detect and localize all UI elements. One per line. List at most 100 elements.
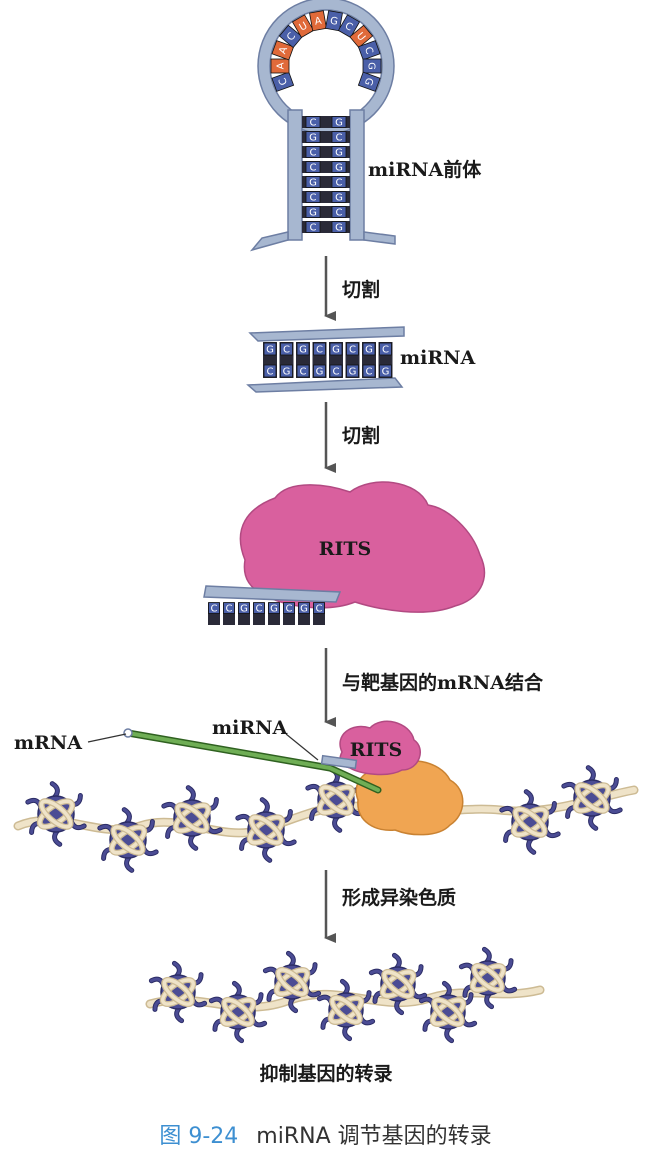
loop-base: A bbox=[271, 40, 295, 61]
svg-text:G: G bbox=[335, 223, 343, 234]
stem-base-right: C bbox=[331, 131, 347, 144]
svg-text:G: G bbox=[366, 62, 377, 70]
rits-base: C bbox=[223, 602, 235, 615]
stem-base-left: G bbox=[305, 176, 321, 189]
stem-base-left: C bbox=[305, 146, 321, 159]
nucleosome bbox=[208, 980, 268, 1044]
loop-base: C bbox=[271, 71, 295, 92]
stem-base-left: C bbox=[305, 161, 321, 174]
label-mirna-precursor: miRNA前体 bbox=[368, 158, 482, 181]
label-rits: RITS bbox=[319, 538, 372, 560]
stem-base-right: G bbox=[331, 191, 347, 204]
label-cut-2: 切割 bbox=[342, 424, 380, 447]
svg-text:G: G bbox=[270, 604, 278, 615]
rits-base: C bbox=[313, 602, 325, 615]
mirna-base-top: G bbox=[263, 342, 277, 356]
svg-text:C: C bbox=[382, 345, 389, 356]
mirna-base-bottom: C bbox=[329, 364, 343, 378]
mirna-base-top: C bbox=[346, 342, 359, 356]
svg-text:A: A bbox=[276, 62, 287, 69]
stem-base-right: G bbox=[331, 146, 347, 159]
mirna-base-bottom: G bbox=[313, 364, 326, 378]
svg-text:C: C bbox=[343, 21, 355, 34]
nucleosome bbox=[418, 980, 478, 1044]
label-mirna: miRNA bbox=[400, 347, 475, 369]
nucleosome bbox=[458, 946, 518, 1010]
svg-text:G: G bbox=[335, 118, 343, 129]
heterochromatin-scene bbox=[145, 946, 545, 1044]
svg-text:C: C bbox=[336, 133, 343, 144]
stem-base-left: C bbox=[305, 116, 321, 129]
svg-text:A: A bbox=[314, 16, 323, 28]
loop-base: G bbox=[357, 71, 381, 92]
nucleosome bbox=[148, 960, 208, 1024]
rits-base: G bbox=[238, 602, 250, 615]
svg-text:G: G bbox=[335, 163, 343, 174]
rits-base: G bbox=[298, 602, 310, 615]
caption-text: miRNA 调节基因的转录 bbox=[256, 1124, 492, 1149]
svg-text:C: C bbox=[267, 367, 274, 378]
stem-base-right: G bbox=[331, 161, 347, 174]
stem-base-right: G bbox=[331, 221, 347, 234]
loop-base: C bbox=[337, 14, 361, 39]
svg-text:A: A bbox=[277, 45, 290, 55]
svg-text:G: G bbox=[362, 76, 375, 87]
svg-text:C: C bbox=[310, 148, 317, 159]
nucleosome bbox=[25, 781, 87, 847]
nucleosome bbox=[262, 950, 322, 1014]
chromatin-binding-scene: RITS bbox=[13, 720, 639, 873]
loop-base: G bbox=[362, 58, 382, 74]
svg-text:C: C bbox=[310, 193, 317, 204]
loop-base: A bbox=[270, 58, 290, 74]
svg-text:C: C bbox=[349, 345, 356, 356]
mirna-base-bottom: G bbox=[379, 364, 392, 378]
svg-text:C: C bbox=[316, 345, 323, 356]
svg-text:C: C bbox=[277, 76, 290, 86]
mirna-base-top: C bbox=[379, 342, 392, 356]
svg-text:G: G bbox=[349, 367, 357, 378]
svg-text:G: G bbox=[283, 367, 291, 378]
svg-text:C: C bbox=[283, 345, 290, 356]
label-mrna: mRNA bbox=[14, 732, 82, 754]
nucleosome bbox=[161, 785, 223, 851]
nucleosome bbox=[305, 767, 367, 833]
mirna-base-bottom: C bbox=[362, 364, 376, 378]
mirna-base-top: C bbox=[280, 342, 293, 356]
svg-text:G: G bbox=[335, 148, 343, 159]
rits-base: C bbox=[208, 602, 220, 615]
svg-text:G: G bbox=[309, 133, 317, 144]
svg-text:G: G bbox=[329, 16, 339, 28]
stem-base-left: G bbox=[305, 131, 321, 144]
svg-text:G: G bbox=[316, 367, 324, 378]
svg-text:C: C bbox=[286, 604, 293, 615]
rits-base: C bbox=[253, 602, 265, 615]
nucleosome bbox=[561, 765, 623, 831]
svg-text:C: C bbox=[300, 367, 307, 378]
mirna-base-top: G bbox=[362, 342, 376, 356]
svg-text:C: C bbox=[316, 604, 323, 615]
nucleosomes-row-2 bbox=[148, 946, 518, 1044]
loop-base: G bbox=[325, 10, 343, 32]
mirna-base-bottom: G bbox=[280, 364, 293, 378]
rits-bound-strand bbox=[203, 585, 342, 603]
stem-base-right: G bbox=[331, 116, 347, 129]
stem-base-right: C bbox=[331, 206, 347, 219]
label-heterochromatin: 形成异染色质 bbox=[342, 886, 456, 909]
svg-text:G: G bbox=[335, 193, 343, 204]
svg-text:G: G bbox=[300, 604, 308, 615]
loop-base: U bbox=[291, 14, 315, 39]
rits-base: G bbox=[268, 602, 280, 615]
svg-text:G: G bbox=[382, 367, 390, 378]
svg-text:C: C bbox=[310, 223, 317, 234]
stem-base-left: C bbox=[305, 221, 321, 234]
label-rits-2: RITS bbox=[350, 739, 403, 761]
loop-base: U bbox=[349, 24, 374, 49]
nucleosome bbox=[97, 807, 159, 873]
svg-text:G: G bbox=[299, 345, 307, 356]
svg-text:G: G bbox=[240, 604, 248, 615]
nucleosome bbox=[235, 797, 297, 863]
